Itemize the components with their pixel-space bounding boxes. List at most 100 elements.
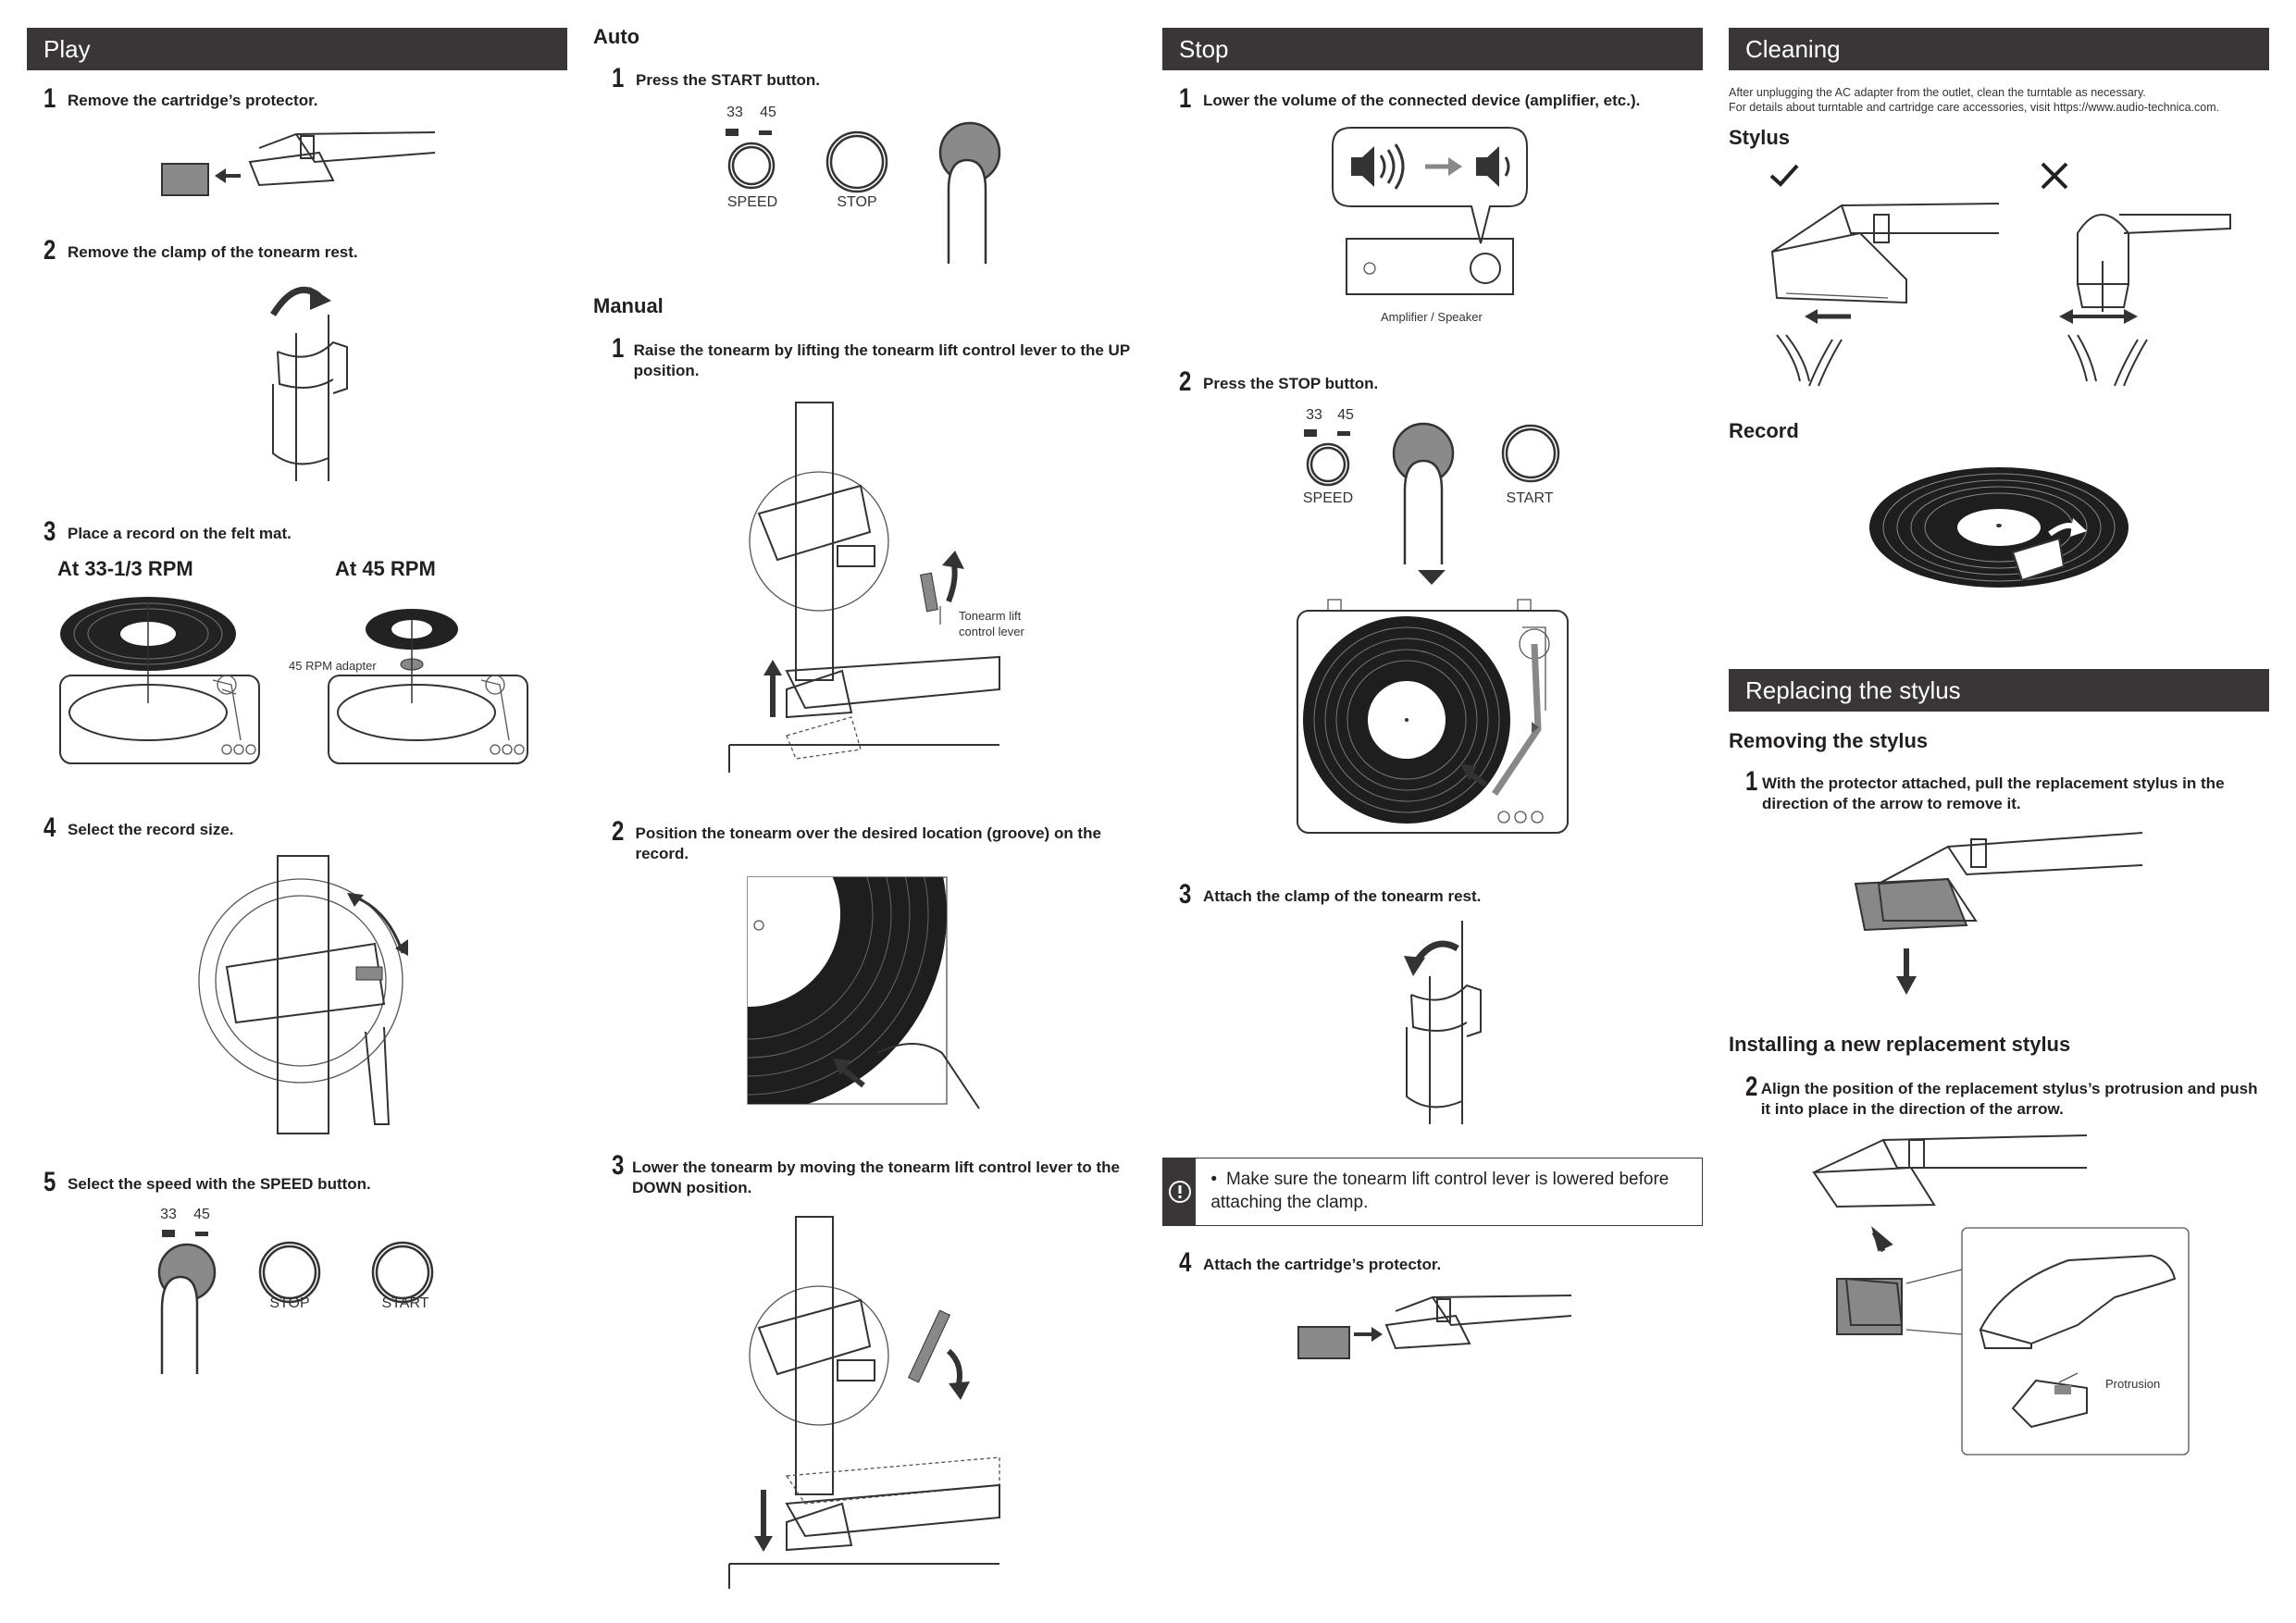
step-number: 1 xyxy=(612,63,625,93)
auto-speed-label: SPEED xyxy=(726,194,778,210)
cross-icon xyxy=(2041,162,2068,190)
step-text: Press the START button. xyxy=(636,71,820,89)
record-cleaning-illustration xyxy=(1869,467,2128,588)
play-step-4: 4 Select the record size. xyxy=(43,814,234,842)
note-body: Make sure the tonearm lift control lever… xyxy=(1210,1170,1669,1212)
step-text: Remove the clamp of the tonearm rest. xyxy=(68,243,358,261)
amplifier-volume-illustration xyxy=(1332,127,1528,295)
installing-subtitle: Installing a new replacement stylus xyxy=(1729,1033,2071,1056)
lever-caption-1: Tonearm lift xyxy=(959,609,1022,623)
step-text: Press the STOP button. xyxy=(1203,375,1379,392)
auto-speed-33-label: 33 xyxy=(726,105,743,120)
turntable-top-illustration xyxy=(1297,599,1569,834)
stop-header: Stop xyxy=(1162,28,1703,70)
step-text: Attach the cartridge’s protector. xyxy=(1203,1256,1442,1273)
step-number: 1 xyxy=(1179,83,1192,114)
step-number: 4 xyxy=(1179,1247,1192,1278)
step-text: Raise the tonearm by lifting the tonearm… xyxy=(633,341,1130,379)
removing-subtitle: Removing the stylus xyxy=(1729,729,1929,752)
stylus-install-illustration xyxy=(1812,1134,2190,1456)
adapter-caption: 45 RPM adapter xyxy=(289,659,377,673)
down-triangle-icon xyxy=(1418,570,1446,585)
stop-buttons xyxy=(1304,422,1560,564)
cleaning-intro-1: After unplugging the AC adapter from the… xyxy=(1729,86,2146,99)
play-step-2: 2 Remove the clamp of the tonearm rest. xyxy=(43,237,358,265)
note-text: •Make sure the tonearm lift control leve… xyxy=(1196,1158,1702,1225)
play-stop-label: STOP xyxy=(269,1295,310,1311)
step-number: 1 xyxy=(612,333,625,364)
tonearm-lift-up-illustration xyxy=(728,402,1000,773)
tonearm-rest-clamp-illustration xyxy=(270,286,348,481)
caution-icon xyxy=(1163,1158,1197,1225)
lever-caption-2: control lever xyxy=(959,625,1024,638)
auto-speed-45-label: 45 xyxy=(760,105,776,120)
step-text: Select the record size. xyxy=(68,821,234,838)
step-number: 4 xyxy=(43,812,56,843)
step-number: 2 xyxy=(43,235,56,266)
auto-buttons xyxy=(726,121,1001,264)
record-45-illustration xyxy=(328,609,528,764)
replacing-step-1: 1 With the protector attached, pull the … xyxy=(1745,768,2264,814)
amp-caption: Amplifier / Speaker xyxy=(1381,310,1483,324)
step-text: Position the tonearm over the desired lo… xyxy=(635,824,1101,862)
step-text: Place a record on the felt mat. xyxy=(68,525,292,542)
play-header: Play xyxy=(27,28,567,70)
record-size-selector-illustration xyxy=(198,855,408,1134)
rpm-45-label: At 45 RPM xyxy=(335,557,436,580)
step-number: 1 xyxy=(43,83,56,114)
step-number: 3 xyxy=(612,1150,625,1181)
record-33-illustration xyxy=(59,597,260,764)
tonearm-lift-down-illustration xyxy=(728,1216,1000,1589)
cleaning-intro-2: For details about turntable and cartridg… xyxy=(1729,101,2220,114)
auto-step-1: 1 Press the START button. xyxy=(612,65,820,93)
auto-title: Auto xyxy=(593,25,640,48)
step-number: 5 xyxy=(43,1167,56,1197)
stop-speed-33-label: 33 xyxy=(1306,407,1322,423)
play-step-3: 3 Place a record on the felt mat. xyxy=(43,518,292,546)
record-subtitle: Record xyxy=(1729,419,1799,442)
stop-speed-45-label: 45 xyxy=(1337,407,1354,423)
stop-step-1: 1 Lower the volume of the connected devi… xyxy=(1179,85,1640,113)
step-text: Align the position of the replacement st… xyxy=(1760,1080,2258,1118)
protrusion-caption: Protrusion xyxy=(2105,1377,2161,1391)
manual-step-1: 1 Raise the tonearm by lifting the tonea… xyxy=(612,335,1148,381)
cleaning-header: Cleaning xyxy=(1729,28,2269,70)
step-text: Lower the tonearm by moving the tonearm … xyxy=(631,1158,1121,1196)
replacing-step-2: 2 Align the position of the replacement … xyxy=(1745,1073,2264,1120)
manual-step-3: 3 Lower the tonearm by moving the tonear… xyxy=(612,1152,1148,1198)
manual-title: Manual xyxy=(593,294,664,317)
play-speed-buttons xyxy=(157,1230,434,1374)
step-text: Select the speed with the SPEED button. xyxy=(68,1175,371,1193)
stylus-clean-correct-illustration xyxy=(1770,203,2000,387)
stop-speed-label: SPEED xyxy=(1302,490,1354,506)
step-text: With the protector attached, pull the re… xyxy=(1761,774,2225,812)
play-start-label: START xyxy=(381,1295,429,1311)
bullet: • xyxy=(1210,1170,1217,1189)
stylus-removal-illustration xyxy=(1854,832,2143,995)
speed-33-label: 33 xyxy=(160,1207,177,1222)
stylus-clean-wrong-illustration xyxy=(2059,214,2231,387)
stylus-subtitle: Stylus xyxy=(1729,126,1791,149)
rpm-33-label: At 33-1/3 RPM xyxy=(57,557,193,580)
replacing-header: Replacing the stylus xyxy=(1729,669,2269,712)
auto-stop-label: STOP xyxy=(837,194,877,210)
step-text: Remove the cartridge’s protector. xyxy=(68,92,318,109)
step-text: Lower the volume of the connected device… xyxy=(1203,92,1641,109)
attach-clamp-illustration xyxy=(1404,921,1482,1124)
speed-45-label: 45 xyxy=(193,1207,210,1222)
stop-start-label: START xyxy=(1506,490,1554,506)
step-number: 2 xyxy=(1745,1072,1758,1102)
stop-step-3: 3 Attach the clamp of the tonearm rest. xyxy=(1179,881,1481,909)
step-number: 3 xyxy=(43,516,56,547)
attach-protector-illustration xyxy=(1297,1295,1572,1359)
stop-note-box: •Make sure the tonearm lift control leve… xyxy=(1162,1158,1703,1226)
manual-step-2: 2 Position the tonearm over the desired … xyxy=(612,818,1148,864)
play-step-5: 5 Select the speed with the SPEED button… xyxy=(43,1169,371,1196)
play-step-1: 1 Remove the cartridge’s protector. xyxy=(43,85,318,113)
step-number: 2 xyxy=(1179,366,1192,397)
position-tonearm-illustration xyxy=(747,876,980,1109)
stop-step-4: 4 Attach the cartridge’s protector. xyxy=(1179,1249,1441,1277)
step-number: 2 xyxy=(612,816,625,847)
step-text: Attach the clamp of the tonearm rest. xyxy=(1203,887,1482,905)
stop-step-2: 2 Press the STOP button. xyxy=(1179,368,1378,396)
